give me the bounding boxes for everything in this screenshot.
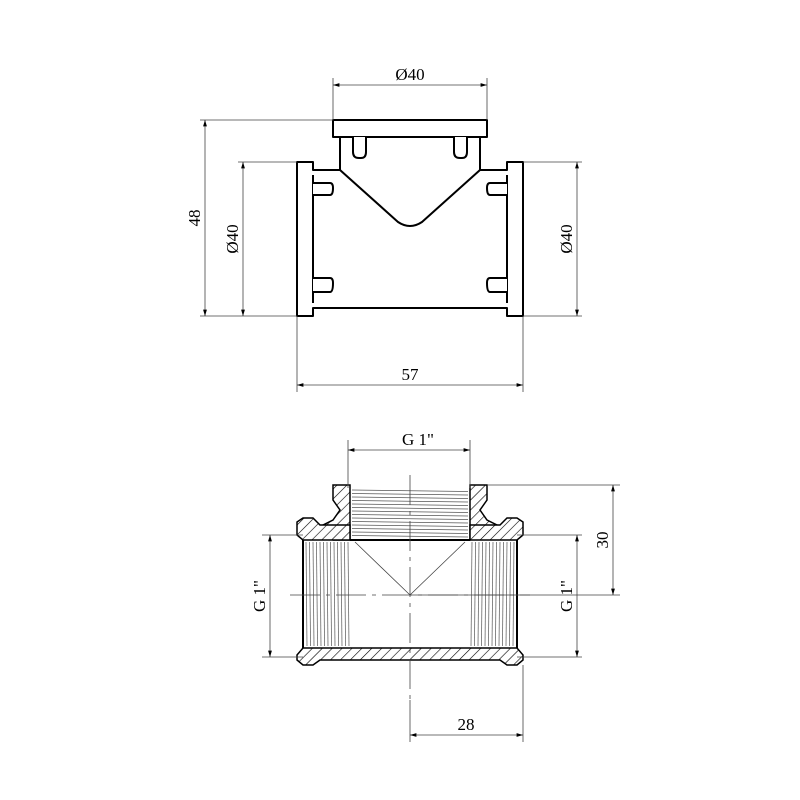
thread-line bbox=[498, 541, 501, 647]
thread-line bbox=[488, 541, 490, 647]
thread-line bbox=[474, 541, 476, 647]
thread-line bbox=[330, 541, 332, 647]
dim-top-diameter: Ø40 bbox=[395, 65, 424, 84]
thread-line bbox=[351, 517, 469, 520]
thread-line bbox=[337, 541, 339, 647]
thread-line bbox=[484, 541, 487, 647]
thread-line bbox=[477, 541, 480, 647]
thread-line bbox=[344, 541, 346, 647]
thread-line bbox=[351, 507, 469, 510]
thread-line bbox=[470, 541, 473, 647]
thread-line bbox=[502, 541, 504, 647]
thread-line bbox=[312, 541, 315, 647]
thread-line bbox=[323, 541, 325, 647]
thread-line bbox=[316, 541, 318, 647]
thread-line bbox=[495, 541, 497, 647]
dim-center-height: 30 bbox=[593, 532, 612, 549]
thread-line bbox=[351, 514, 469, 517]
top-view: Ø40 48 Ø40 Ø40 57 bbox=[185, 65, 582, 392]
thread-line bbox=[512, 541, 515, 647]
dim-right-diameter: Ø40 bbox=[557, 224, 576, 253]
dim-top-thread: G 1" bbox=[402, 430, 434, 449]
section-view: G 1" 30 G 1" G 1" 28 bbox=[250, 430, 620, 742]
thread-line bbox=[340, 541, 343, 647]
thread-line bbox=[481, 541, 483, 647]
thread-line bbox=[326, 541, 329, 647]
dim-height: 48 bbox=[185, 210, 204, 227]
thread-line bbox=[309, 541, 311, 647]
thread-line bbox=[505, 541, 508, 647]
dim-right-thread: G 1" bbox=[557, 580, 576, 612]
dim-left-thread: G 1" bbox=[250, 580, 269, 612]
dim-width: 57 bbox=[402, 365, 420, 384]
thread-line bbox=[347, 541, 350, 647]
thread-line bbox=[319, 541, 322, 647]
thread-line bbox=[491, 541, 494, 647]
thread-line bbox=[305, 541, 308, 647]
dim-left-diameter: Ø40 bbox=[223, 224, 242, 253]
thread-line bbox=[509, 541, 511, 647]
dim-half-width: 28 bbox=[458, 715, 475, 734]
thread-line bbox=[333, 541, 336, 647]
